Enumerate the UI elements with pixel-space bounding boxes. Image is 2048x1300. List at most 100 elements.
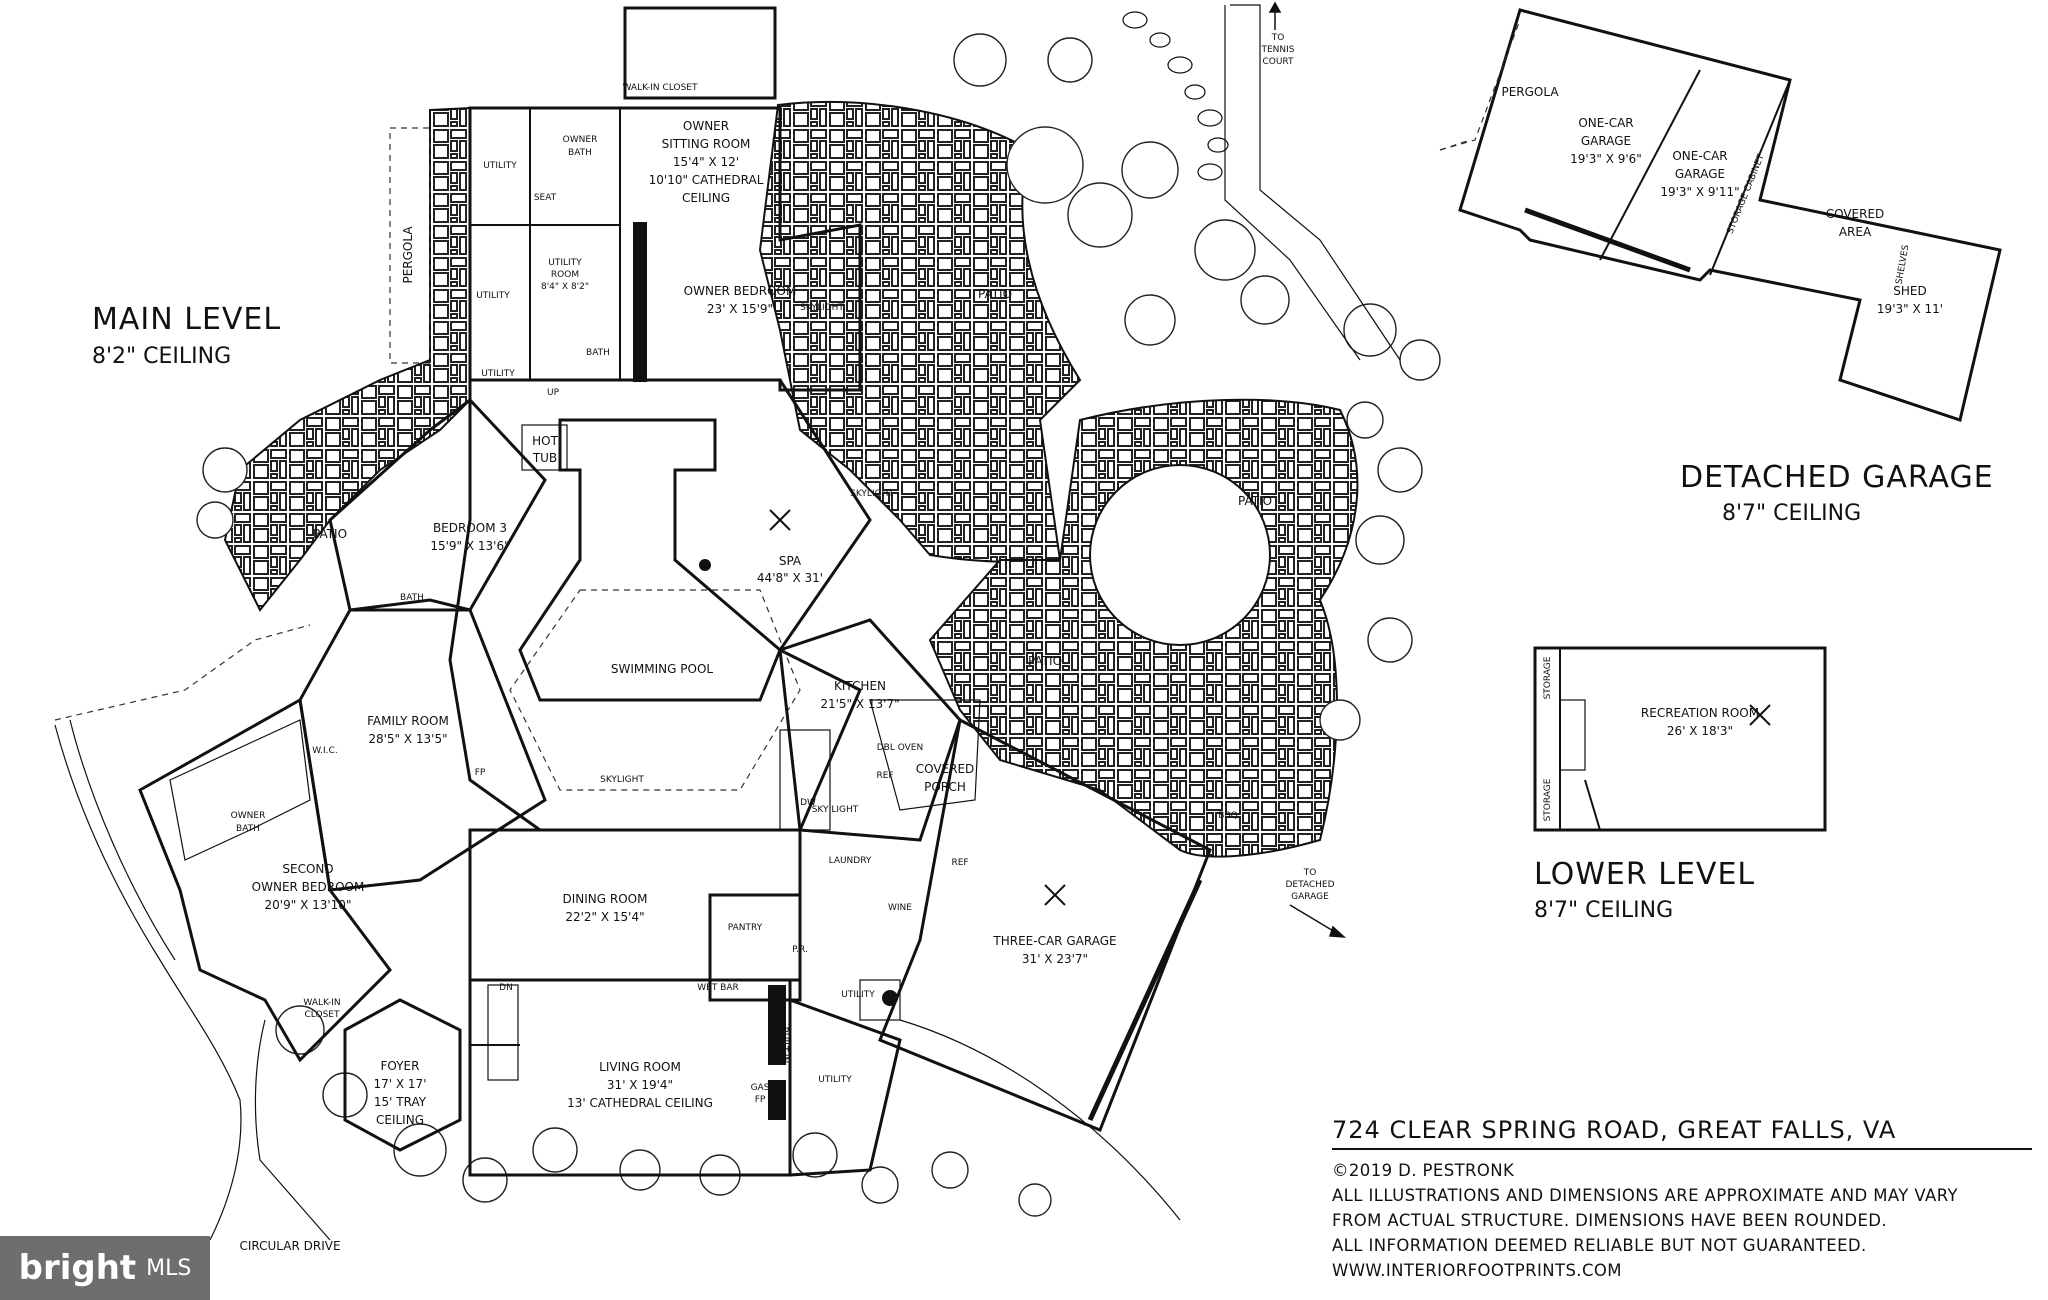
bright-logo-text: bright [18, 1248, 137, 1288]
disclaimer-line-2: FROM ACTUAL STRUCTURE. DIMENSIONS HAVE B… [1332, 1211, 1888, 1230]
patio-top-label: PATIO [978, 287, 1012, 301]
built-in-label: BUILT-IN [779, 1027, 789, 1064]
storage-1-label: STORAGE [1543, 656, 1553, 699]
dn-label: DN [499, 983, 513, 993]
utility-room-label: UTILITY [548, 258, 582, 268]
one-car-2-label2: GARAGE [1675, 167, 1725, 181]
patio-paving-top [758, 101, 1082, 564]
covered-area-label2: AREA [1839, 225, 1872, 239]
patio-circle [1089, 464, 1271, 646]
foyer-dims: 17' X 17' [374, 1077, 427, 1091]
owner-bath-label: OWNER [563, 135, 598, 145]
swimming-pool-label: SWIMMING POOL [611, 662, 713, 676]
bath-2-label: BATH [400, 593, 424, 603]
shed-label: SHED [1893, 284, 1926, 298]
wic-label: W.I.C. [312, 746, 337, 756]
patio-left-label: PATIO [313, 527, 347, 541]
second-owner-bedroom-label2: OWNER BEDROOM [252, 880, 365, 894]
disclaimer-line-1: ALL ILLUSTRATIONS AND DIMENSIONS ARE APP… [1332, 1186, 1959, 1205]
bedroom-3-label: BEDROOM 3 [433, 521, 507, 535]
walk-in-closet-2-label: WALK-IN [303, 998, 340, 1008]
foyer-label: FOYER [381, 1059, 420, 1073]
kitchen-label: KITCHEN [834, 679, 886, 693]
circular-drive-outline [54, 724, 242, 1241]
second-owner-bedroom-dims: 20'9" X 13'10" [265, 898, 352, 912]
family-room-dims: 28'5" X 13'5" [368, 732, 447, 746]
property-info-block: 724 CLEAR SPRING ROAD, GREAT FALLS, VA ©… [1332, 1116, 2032, 1283]
property-address: 724 CLEAR SPRING ROAD, GREAT FALLS, VA [1332, 1116, 2032, 1150]
one-car-2-label: ONE-CAR [1672, 149, 1727, 163]
shed-dims: 19'3" X 11' [1877, 302, 1943, 316]
direction-arrows [1268, 1, 1347, 938]
utility-bottom-label: UTILITY [818, 1075, 852, 1085]
website-line: WWW.INTERIORFOOTPRINTS.COM [1332, 1261, 1622, 1280]
circular-drive-label: CIRCULAR DRIVE [239, 1239, 340, 1253]
walk-in-closet-top-label: WALK-IN CLOSET [623, 83, 698, 93]
gas-fp-label: GAS [751, 1083, 770, 1093]
owner-bath-label2: BATH [568, 148, 592, 158]
foyer-note: 15' TRAY [374, 1095, 427, 1109]
laundry-label: LAUNDRY [829, 856, 872, 866]
seat-label: SEAT [534, 193, 557, 203]
up-label: UP [547, 388, 560, 398]
utility-room-label2: ROOM [551, 270, 579, 280]
bright-mls-watermark: bright MLS [0, 1236, 210, 1300]
room-labels: WALK-IN CLOSET OWNER SITTING ROOM 15'4" … [231, 33, 1943, 1253]
to-tennis-label: TO [1271, 33, 1285, 43]
wine-label: WINE [888, 903, 912, 913]
drive-curve [899, 1019, 1181, 1221]
to-tennis-label2: TENNIS [1260, 45, 1294, 55]
shelves-label: SHELVES [1895, 244, 1912, 285]
foyer-note2: CEILING [376, 1113, 424, 1127]
utility-2-label: UTILITY [476, 291, 510, 301]
living-room-label: LIVING ROOM [599, 1060, 681, 1074]
dbl-oven-label: DBL OVEN [877, 743, 923, 753]
one-car-2-dims: 19'3" X 9'11" [1660, 185, 1739, 199]
dw-label: DW [800, 798, 816, 808]
pergola-main-label: PERGOLA [401, 226, 415, 284]
owner-sitting-room-dims: 15'4" X 12' [673, 155, 739, 169]
to-garage-label3: GARAGE [1291, 892, 1329, 902]
utility-room-dims: 8'4" X 8'2" [541, 282, 589, 292]
spa-dot [699, 559, 711, 571]
mls-logo-text: MLS [146, 1255, 192, 1281]
second-owner-bedroom-label: SECOND [282, 862, 333, 876]
owner-bath-2-label2: BATH [236, 824, 260, 834]
detached-garage-ceiling: 8'7" CEILING [1722, 501, 1862, 526]
main-level-title: MAIN LEVEL [92, 302, 282, 337]
dining-room-dims: 22'2" X 15'4" [565, 910, 644, 924]
copyright-line: ©2019 D. PESTRONK [1332, 1161, 1515, 1180]
skylight-3-label: SKYLIGHT [600, 775, 644, 785]
living-room-note: 13' CATHEDRAL CEILING [567, 1096, 713, 1110]
detached-garage-title: DETACHED GARAGE [1680, 460, 1994, 495]
walkway-tennis [1230, 4, 1401, 361]
utility-1-label: UTILITY [483, 161, 517, 171]
dining-room-label: DINING ROOM [563, 892, 648, 906]
spa-dims: 44'8" X 31' [757, 571, 823, 585]
living-room-dims: 31' X 19'4" [607, 1078, 673, 1092]
fp-label: FP [475, 768, 486, 778]
owner-sitting-room-label: OWNER [683, 119, 729, 133]
bath-small-label: BATH [586, 348, 610, 358]
gas-fp-label2: FP [755, 1095, 766, 1105]
pr-label: P.R. [792, 945, 808, 955]
hot-tub-label: HOT [532, 434, 558, 448]
three-car-garage-dims: 31' X 23'7" [1022, 952, 1088, 966]
spa-label: SPA [779, 554, 802, 568]
detached-garage-walls [1439, 8, 2002, 422]
pantry-label: PANTRY [728, 923, 763, 933]
sky-light-label: SKY LIGHT [812, 805, 859, 815]
owner-sitting-room-note2: CEILING [682, 191, 730, 205]
lower-level-ceiling: 8'7" CEILING [1534, 898, 1674, 923]
recreation-room-dims: 26' X 18'3" [1667, 724, 1733, 738]
one-car-1-dims: 19'3" X 9'6" [1570, 152, 1642, 166]
bedroom-3-dims: 15'9" X 13'6" [430, 539, 509, 553]
kitchen-dims: 21'5" X 13'7" [820, 697, 899, 711]
patio-center-label: PATIO [1028, 654, 1062, 668]
stepping-stone-path [1122, 11, 1229, 181]
disclaimer-line-3: ALL INFORMATION DEEMED RELIABLE BUT NOT … [1332, 1236, 1867, 1255]
to-tennis-label3: COURT [1262, 57, 1294, 67]
utility-dot [882, 990, 898, 1006]
owner-sitting-room-label2: SITTING ROOM [662, 137, 751, 151]
